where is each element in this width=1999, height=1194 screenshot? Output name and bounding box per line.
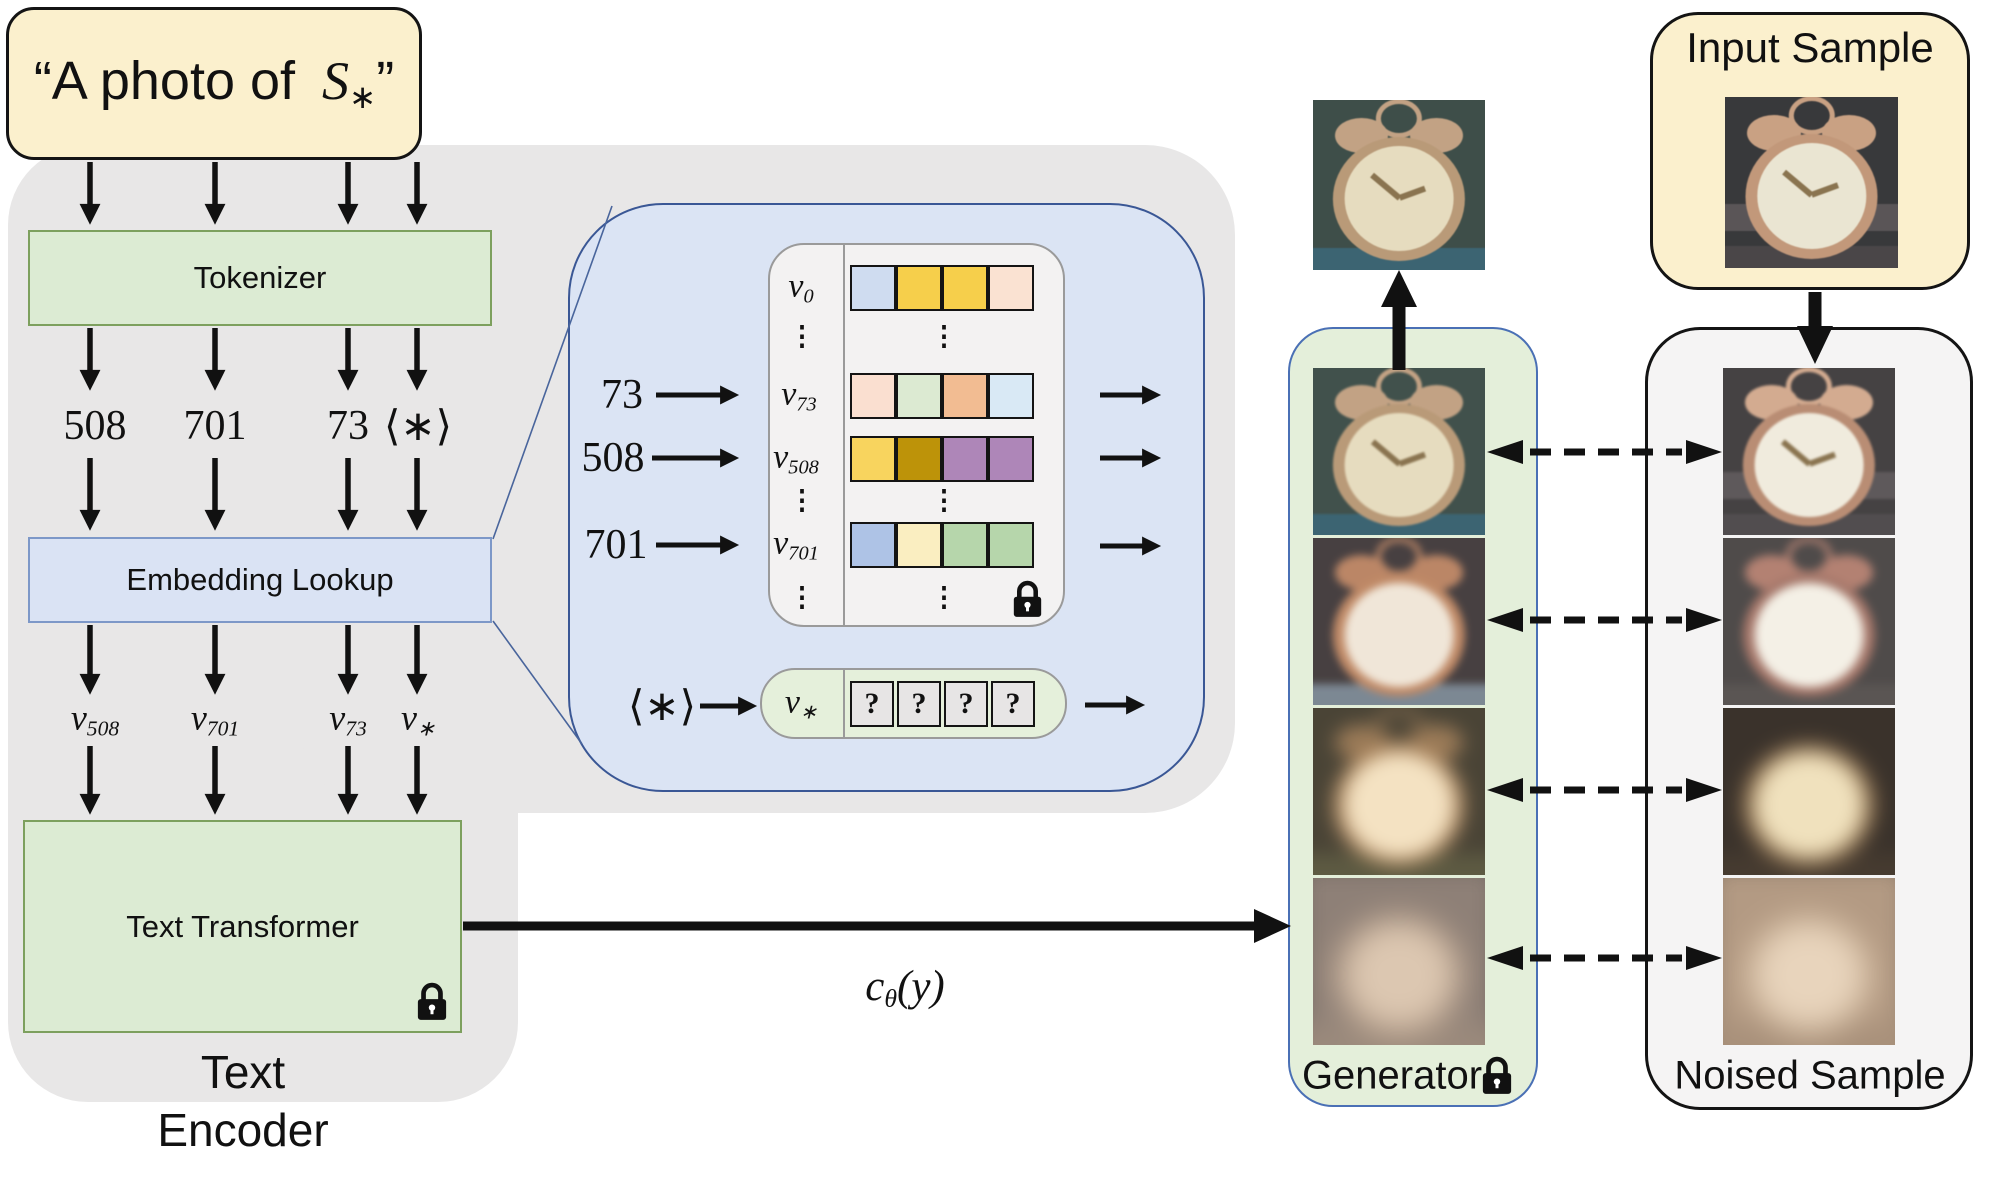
embedding-lookup-box: Embedding Lookup xyxy=(28,537,492,623)
callout-token-placeholder: ⟨∗⟩ xyxy=(628,684,696,730)
prompt-symbol-subscript: ∗ xyxy=(349,80,377,117)
embedding-cell xyxy=(850,265,896,311)
prompt-text: “A photo of S∗” xyxy=(34,50,394,117)
lock-icon xyxy=(1013,580,1042,617)
token-508: 508 xyxy=(63,403,127,449)
token-placeholder: ⟨∗⟩ xyxy=(384,404,452,450)
vector-label-73: v73 xyxy=(329,697,367,741)
input-sample-image xyxy=(1725,97,1898,268)
learned-row-divider xyxy=(843,670,845,737)
callout-token-73: 73 xyxy=(601,372,643,418)
vector-label-701: v701 xyxy=(190,697,240,741)
ellipsis: ⋮ xyxy=(788,485,816,516)
callout-token-701: 701 xyxy=(584,522,648,568)
prompt-box: “A photo of S∗” xyxy=(6,7,422,160)
ellipsis: ⋮ xyxy=(930,485,958,516)
generator-step-image-1 xyxy=(1313,368,1485,535)
table-label-v73: v73 xyxy=(781,375,817,416)
lock-icon xyxy=(417,982,447,1020)
token-73: 73 xyxy=(327,403,369,449)
embedding-cell xyxy=(988,522,1034,568)
embedding-cell xyxy=(988,373,1034,419)
tokenizer-box: Tokenizer xyxy=(28,230,492,326)
encoder-caption-line1: Text xyxy=(200,1046,286,1098)
text-transformer-label: Text Transformer xyxy=(126,908,359,944)
noised-step-image-1 xyxy=(1723,368,1895,535)
noised-sample-label: Noised Sample xyxy=(1674,1053,1946,1098)
generator-label: Generator xyxy=(1301,1053,1483,1098)
conditioning-code-label: cθ(y) xyxy=(865,962,945,1014)
conditioning-arrow xyxy=(463,909,1291,943)
embedding-cell xyxy=(988,265,1034,311)
embedding-cell xyxy=(988,436,1034,482)
embedding-cell xyxy=(942,265,988,311)
embedding-cell xyxy=(896,265,942,311)
unknown-cell: ? xyxy=(991,681,1035,727)
ellipsis: ⋮ xyxy=(788,582,816,613)
embedding-cell xyxy=(850,436,896,482)
unknown-cell: ? xyxy=(850,681,894,727)
ellipsis: ⋮ xyxy=(788,321,816,352)
unknown-cell: ? xyxy=(897,681,941,727)
table-label-v0: v0 xyxy=(788,267,814,308)
embedding-cell xyxy=(942,522,988,568)
generator-step-image-4 xyxy=(1313,878,1485,1045)
unknown-cell: ? xyxy=(944,681,988,727)
token-701: 701 xyxy=(183,403,247,449)
table-label-v701: v701 xyxy=(773,524,819,565)
table-label-v508: v508 xyxy=(773,438,819,479)
text-transformer-box: Text Transformer xyxy=(23,820,462,1033)
learned-vector-label: v∗ xyxy=(784,683,818,724)
embedding-cell xyxy=(896,436,942,482)
vector-label-star: v∗ xyxy=(400,697,436,741)
embedding-lookup-label: Embedding Lookup xyxy=(126,562,394,597)
embedding-cell xyxy=(850,373,896,419)
encoder-caption-line2: Encoder xyxy=(157,1104,329,1156)
generator-step-image-2 xyxy=(1313,538,1485,705)
noised-step-image-2 xyxy=(1723,538,1895,705)
prompt-suffix: ” xyxy=(376,50,395,111)
generated-output-image xyxy=(1313,100,1485,270)
ellipsis: ⋮ xyxy=(930,582,958,613)
callout-token-508: 508 xyxy=(581,435,645,481)
noised-step-image-3 xyxy=(1723,708,1895,875)
embedding-cell xyxy=(896,522,942,568)
vector-label-508: v508 xyxy=(70,697,120,741)
prompt-prefix: “A photo of xyxy=(33,50,296,111)
embedding-cell xyxy=(942,373,988,419)
tokenizer-label: Tokenizer xyxy=(193,260,327,295)
noised-step-image-4 xyxy=(1723,878,1895,1045)
embedding-cell xyxy=(942,436,988,482)
generator-step-image-3 xyxy=(1313,708,1485,875)
embedding-cell xyxy=(896,373,942,419)
embedding-cell xyxy=(850,522,896,568)
lock-icon xyxy=(1482,1056,1512,1094)
input-sample-label: Input Sample xyxy=(1686,24,1934,71)
prompt-symbol: S xyxy=(322,50,350,111)
ellipsis: ⋮ xyxy=(930,321,958,352)
embedding-table-divider xyxy=(843,245,845,625)
